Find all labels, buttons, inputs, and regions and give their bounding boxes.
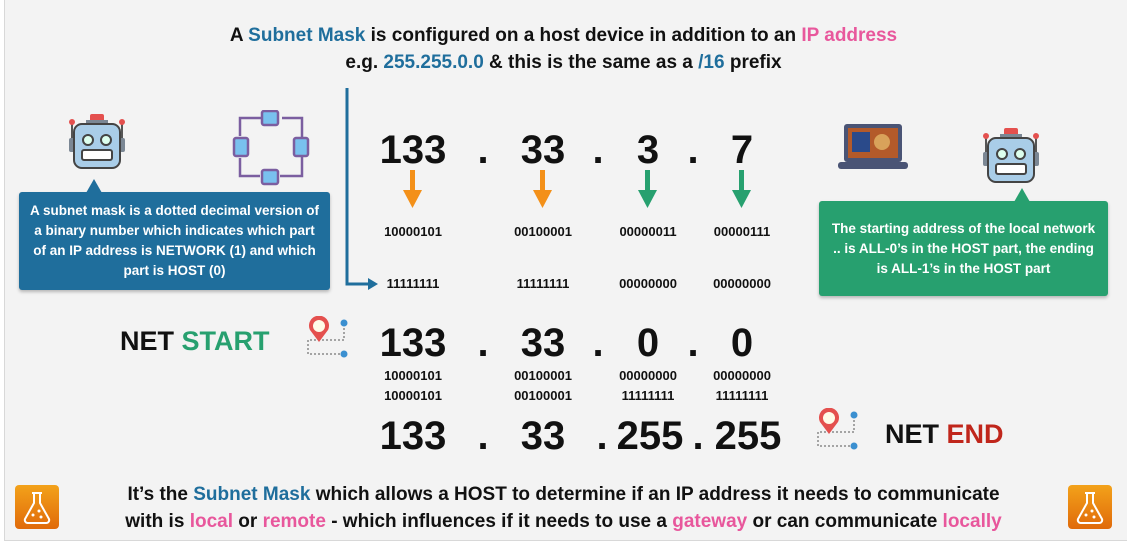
dot: . <box>592 321 604 365</box>
dot: . <box>477 128 489 172</box>
summary-line-2: with is local or remote - which influenc… <box>125 511 1002 532</box>
robot-icon <box>983 128 1039 183</box>
ip-octet-1: 133 <box>379 128 447 172</box>
start-binary: 00000000 <box>619 368 677 383</box>
subnet-mask-explanation-callout: A subnet mask is a dotted decimal versio… <box>19 179 330 290</box>
start-octet-4: 0 <box>730 321 754 365</box>
dot: . <box>477 321 489 365</box>
ip-octet-3: 3 <box>636 128 660 172</box>
start-octet-3: 0 <box>636 321 660 365</box>
end-binary: 11111111 <box>715 388 769 403</box>
end-binary: 00100001 <box>514 388 572 403</box>
end-octet-3: 255 <box>616 414 684 458</box>
end-octet-2: 33 <box>520 414 566 458</box>
start-octet-1: 133 <box>379 321 447 365</box>
flask-icon <box>15 485 59 529</box>
title-line-2: e.g. 255.255.0.0 & this is the same as a… <box>345 52 782 73</box>
flask-icon <box>1068 485 1112 529</box>
end-binary: 11111111 <box>621 388 675 403</box>
location-pin-icon <box>307 316 348 358</box>
start-binary: 00000000 <box>713 368 771 383</box>
ip-binary: 00000011 <box>619 224 677 239</box>
start-binary: 10000101 <box>384 368 442 383</box>
dot: . <box>687 321 699 365</box>
arrow-down-icon <box>403 170 751 208</box>
mask-binary: 11111111 <box>386 276 440 291</box>
start-octet-2: 33 <box>520 321 566 365</box>
net-start-label: NET START <box>120 326 270 356</box>
net-range-explanation-callout: The starting address of the local networ… <box>819 188 1108 296</box>
title-line-1: A Subnet Mask is configured on a host de… <box>229 25 898 46</box>
end-octet-1: 133 <box>379 414 447 458</box>
dot: . <box>477 414 489 458</box>
start-binary: 00100001 <box>514 368 572 383</box>
location-pin-icon <box>817 408 858 450</box>
dot: . <box>687 128 699 172</box>
robot-icon <box>69 114 125 169</box>
mask-binary: 11111111 <box>516 276 570 291</box>
ip-binary: 10000101 <box>384 224 442 239</box>
network-ring-icon <box>232 110 310 186</box>
ip-octet-4: 7 <box>730 128 754 172</box>
ip-binary: 00000111 <box>713 224 771 239</box>
end-octet-4: 255 <box>714 414 782 458</box>
dot: . <box>596 414 608 458</box>
mask-binary: 00000000 <box>619 276 677 291</box>
dot: . <box>592 128 604 172</box>
ip-octet-2: 33 <box>520 128 566 172</box>
dot: . <box>692 414 704 458</box>
laptop-icon <box>838 124 908 169</box>
net-end-label: NET END <box>885 419 1004 449</box>
end-binary: 10000101 <box>384 388 442 403</box>
mask-binary: 00000000 <box>713 276 771 291</box>
ip-binary: 00100001 <box>514 224 572 239</box>
summary-line-1: It’s the Subnet Mask which allows a HOST… <box>127 484 1000 505</box>
